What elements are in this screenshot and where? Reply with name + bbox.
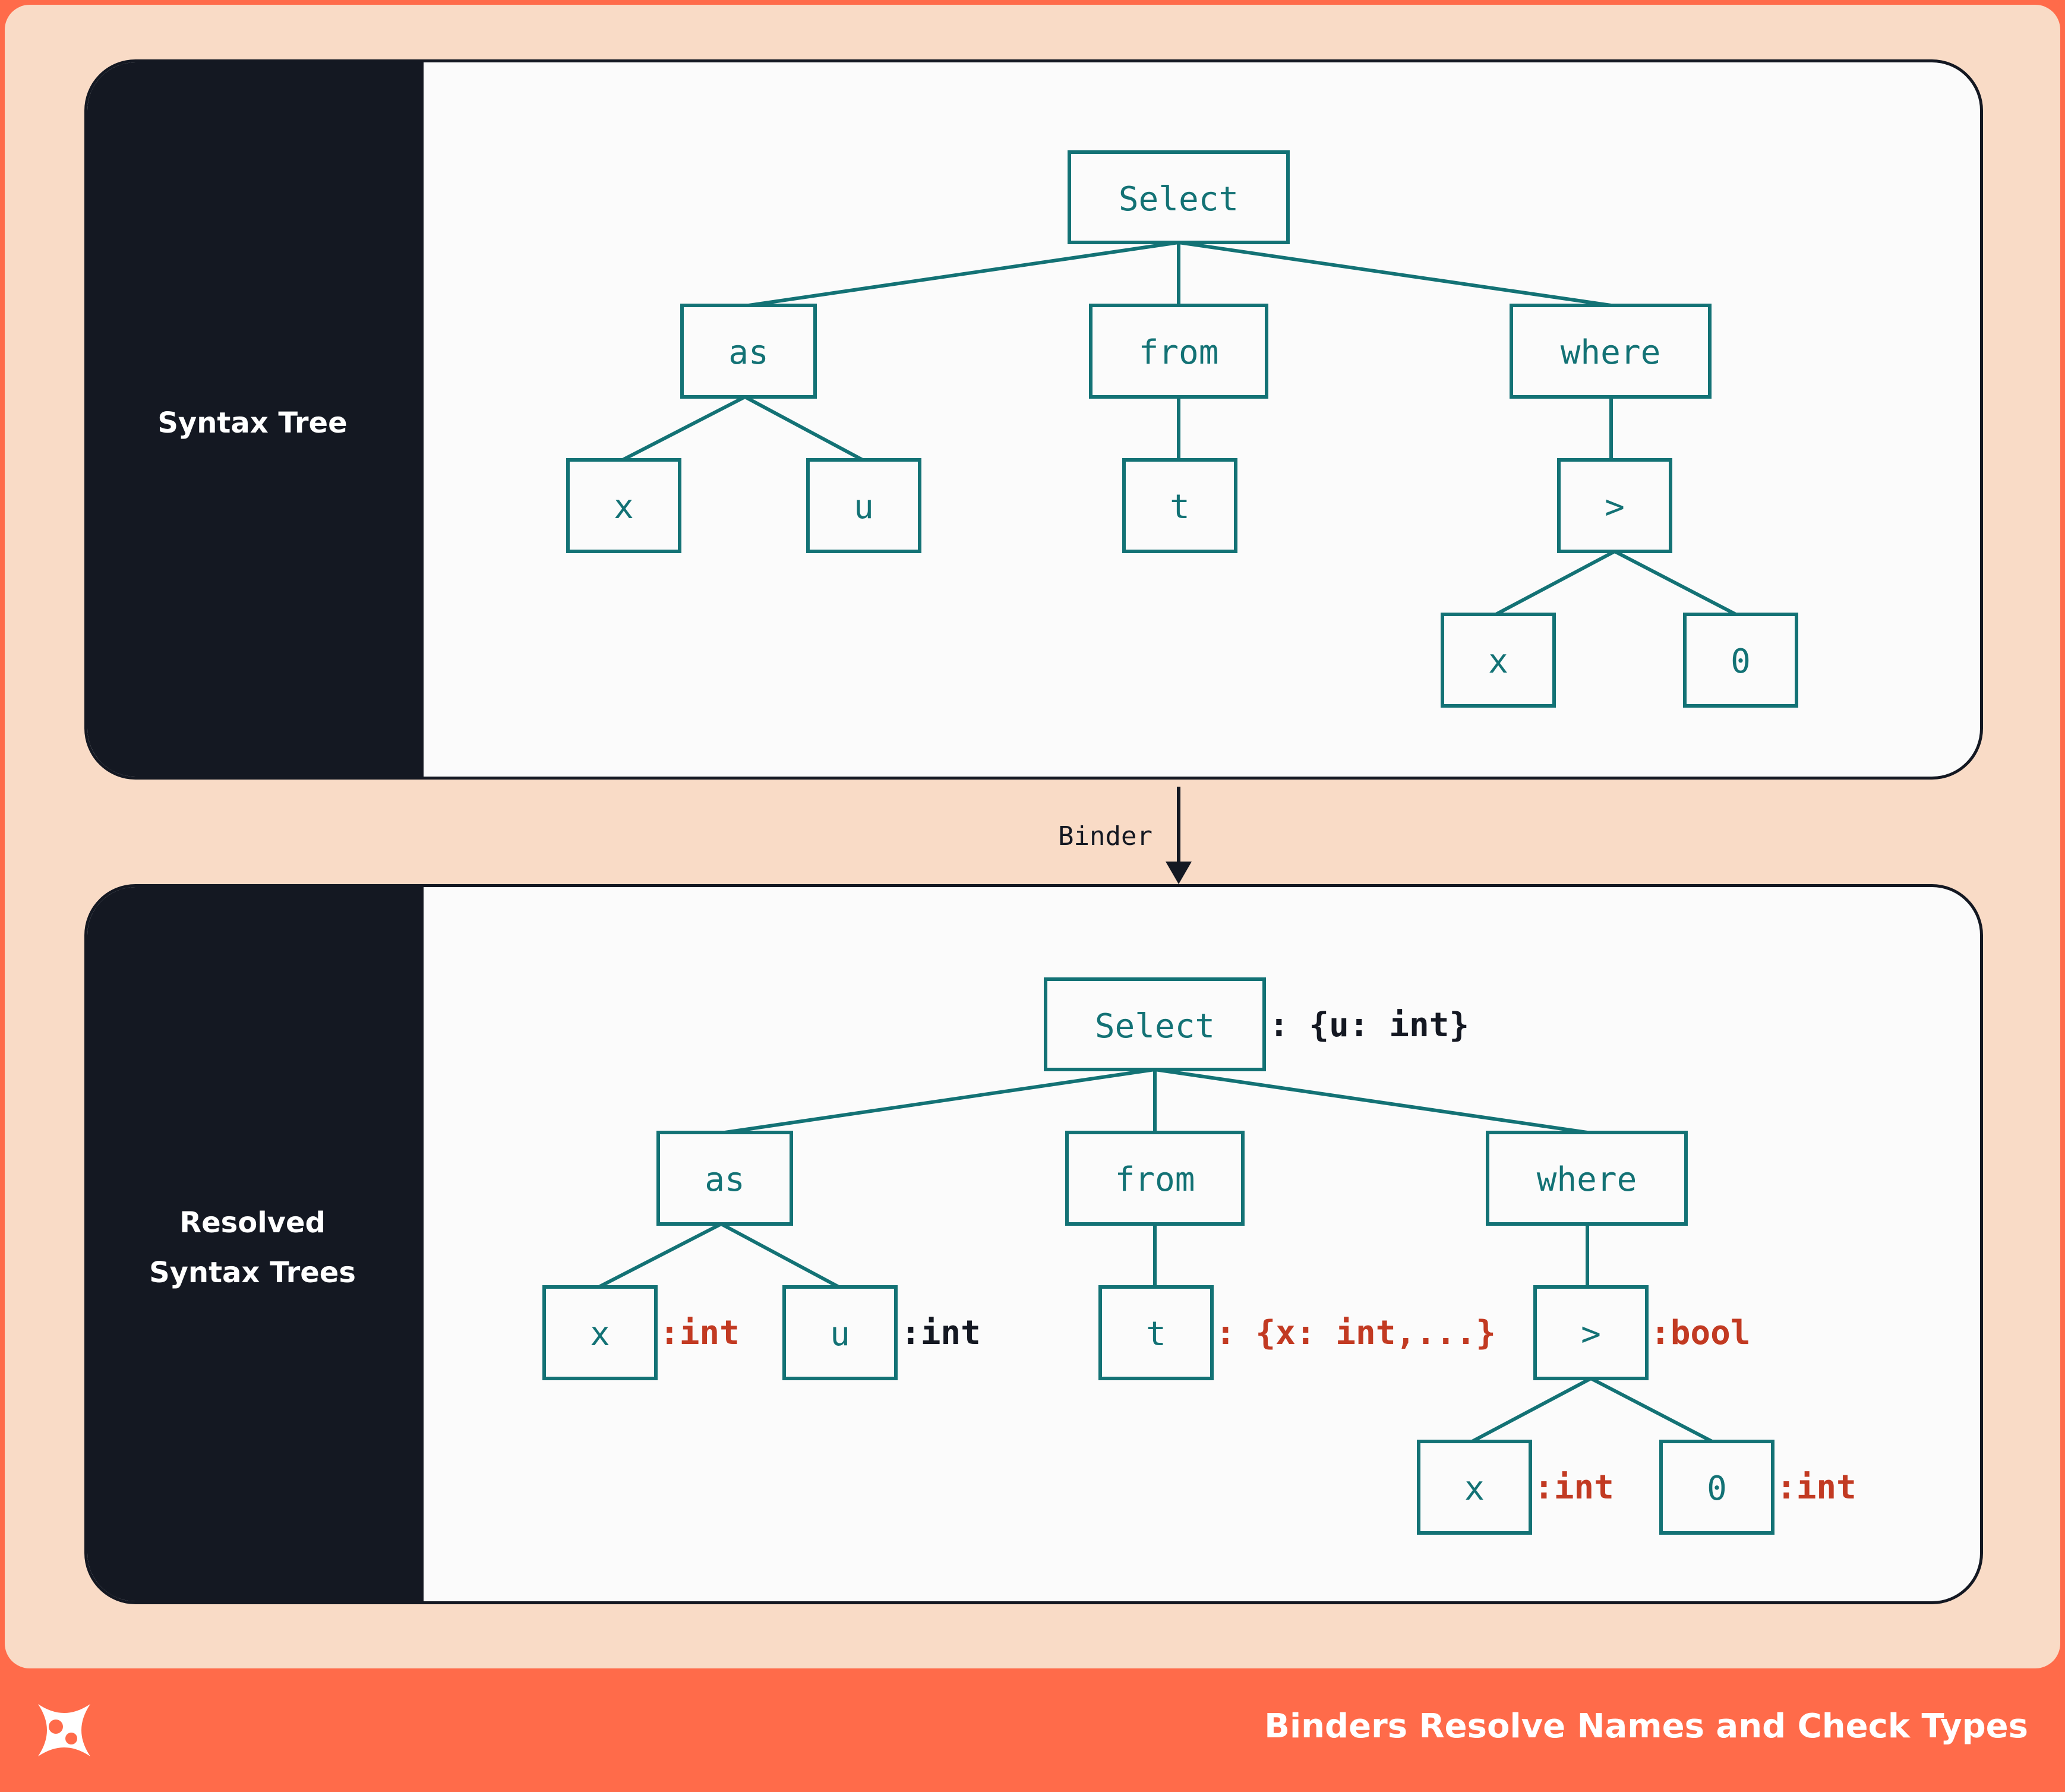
bottom-node-u: u: [782, 1285, 898, 1380]
binder-label: Binder: [1058, 821, 1153, 851]
top-tree-edges: [621, 241, 1737, 616]
bottom-node-x2: x: [1417, 1440, 1532, 1535]
node-label: from: [1115, 1160, 1195, 1199]
node-label: u: [830, 1315, 850, 1354]
type-annotation-u: :int: [901, 1314, 981, 1352]
node-label: >: [1605, 488, 1625, 526]
top-node-select: Select: [1068, 150, 1290, 244]
arrow-head-icon: [1166, 862, 1192, 884]
syntax-tree-sidebar: [87, 62, 424, 777]
binder-arrow: [1166, 787, 1192, 884]
node-label: where: [1561, 333, 1661, 372]
bottom-node-select: Select: [1044, 977, 1266, 1071]
bottom-node-as: as: [656, 1131, 793, 1226]
node-label: x: [1464, 1469, 1485, 1508]
bottom-node-from: from: [1065, 1131, 1245, 1226]
type-annotation-select: : {u: int}: [1269, 1006, 1469, 1045]
node-label: t: [1146, 1315, 1166, 1354]
top-node-gt: >: [1557, 458, 1672, 553]
top-node-as: as: [680, 304, 817, 399]
type-annotation-x: :int: [659, 1314, 740, 1352]
type-annotation-zero: :int: [1776, 1468, 1856, 1507]
node-label: where: [1537, 1160, 1637, 1199]
top-node-x2: x: [1441, 613, 1556, 708]
bottom-node-zero: 0: [1659, 1440, 1774, 1535]
node-label: 0: [1731, 642, 1751, 681]
bottom-tree-edges: [598, 1068, 1713, 1443]
syntax-tree-label: Syntax Tree: [157, 406, 348, 440]
node-label: u: [854, 488, 874, 526]
node-label: Select: [1119, 180, 1239, 219]
node-label: x: [590, 1315, 610, 1354]
top-node-zero: 0: [1683, 613, 1798, 708]
footer-title: Binders Resolve Names and Check Types: [1264, 1707, 2028, 1746]
node-label: 0: [1707, 1469, 1727, 1508]
node-label: as: [728, 333, 768, 372]
top-node-where: where: [1510, 304, 1712, 399]
node-label: Select: [1095, 1007, 1215, 1046]
node-label: x: [1488, 642, 1508, 681]
top-node-x: x: [566, 458, 681, 553]
node-label: as: [705, 1160, 744, 1199]
resolved-syntax-trees-label: Resolved Syntax Trees: [149, 1206, 356, 1289]
top-node-t: t: [1122, 458, 1237, 553]
top-node-from: from: [1089, 304, 1268, 399]
bottom-node-gt: >: [1533, 1285, 1649, 1380]
node-label: from: [1139, 333, 1219, 372]
node-label: x: [614, 488, 634, 526]
bottom-node-x: x: [542, 1285, 658, 1380]
type-annotation-gt: :bool: [1650, 1314, 1751, 1352]
node-label: t: [1170, 488, 1190, 526]
type-annotation-x2: :int: [1534, 1468, 1614, 1507]
logo-x-icon: [38, 1704, 90, 1756]
node-label: >: [1581, 1315, 1601, 1354]
bottom-node-t: t: [1098, 1285, 1214, 1380]
top-node-u: u: [806, 458, 921, 553]
resolved-syntax-trees-sidebar: [87, 887, 424, 1601]
type-annotation-t: : {x: int,...}: [1215, 1314, 1496, 1352]
syntax-tree-panel: [84, 59, 1983, 780]
bottom-node-where: where: [1486, 1131, 1688, 1226]
